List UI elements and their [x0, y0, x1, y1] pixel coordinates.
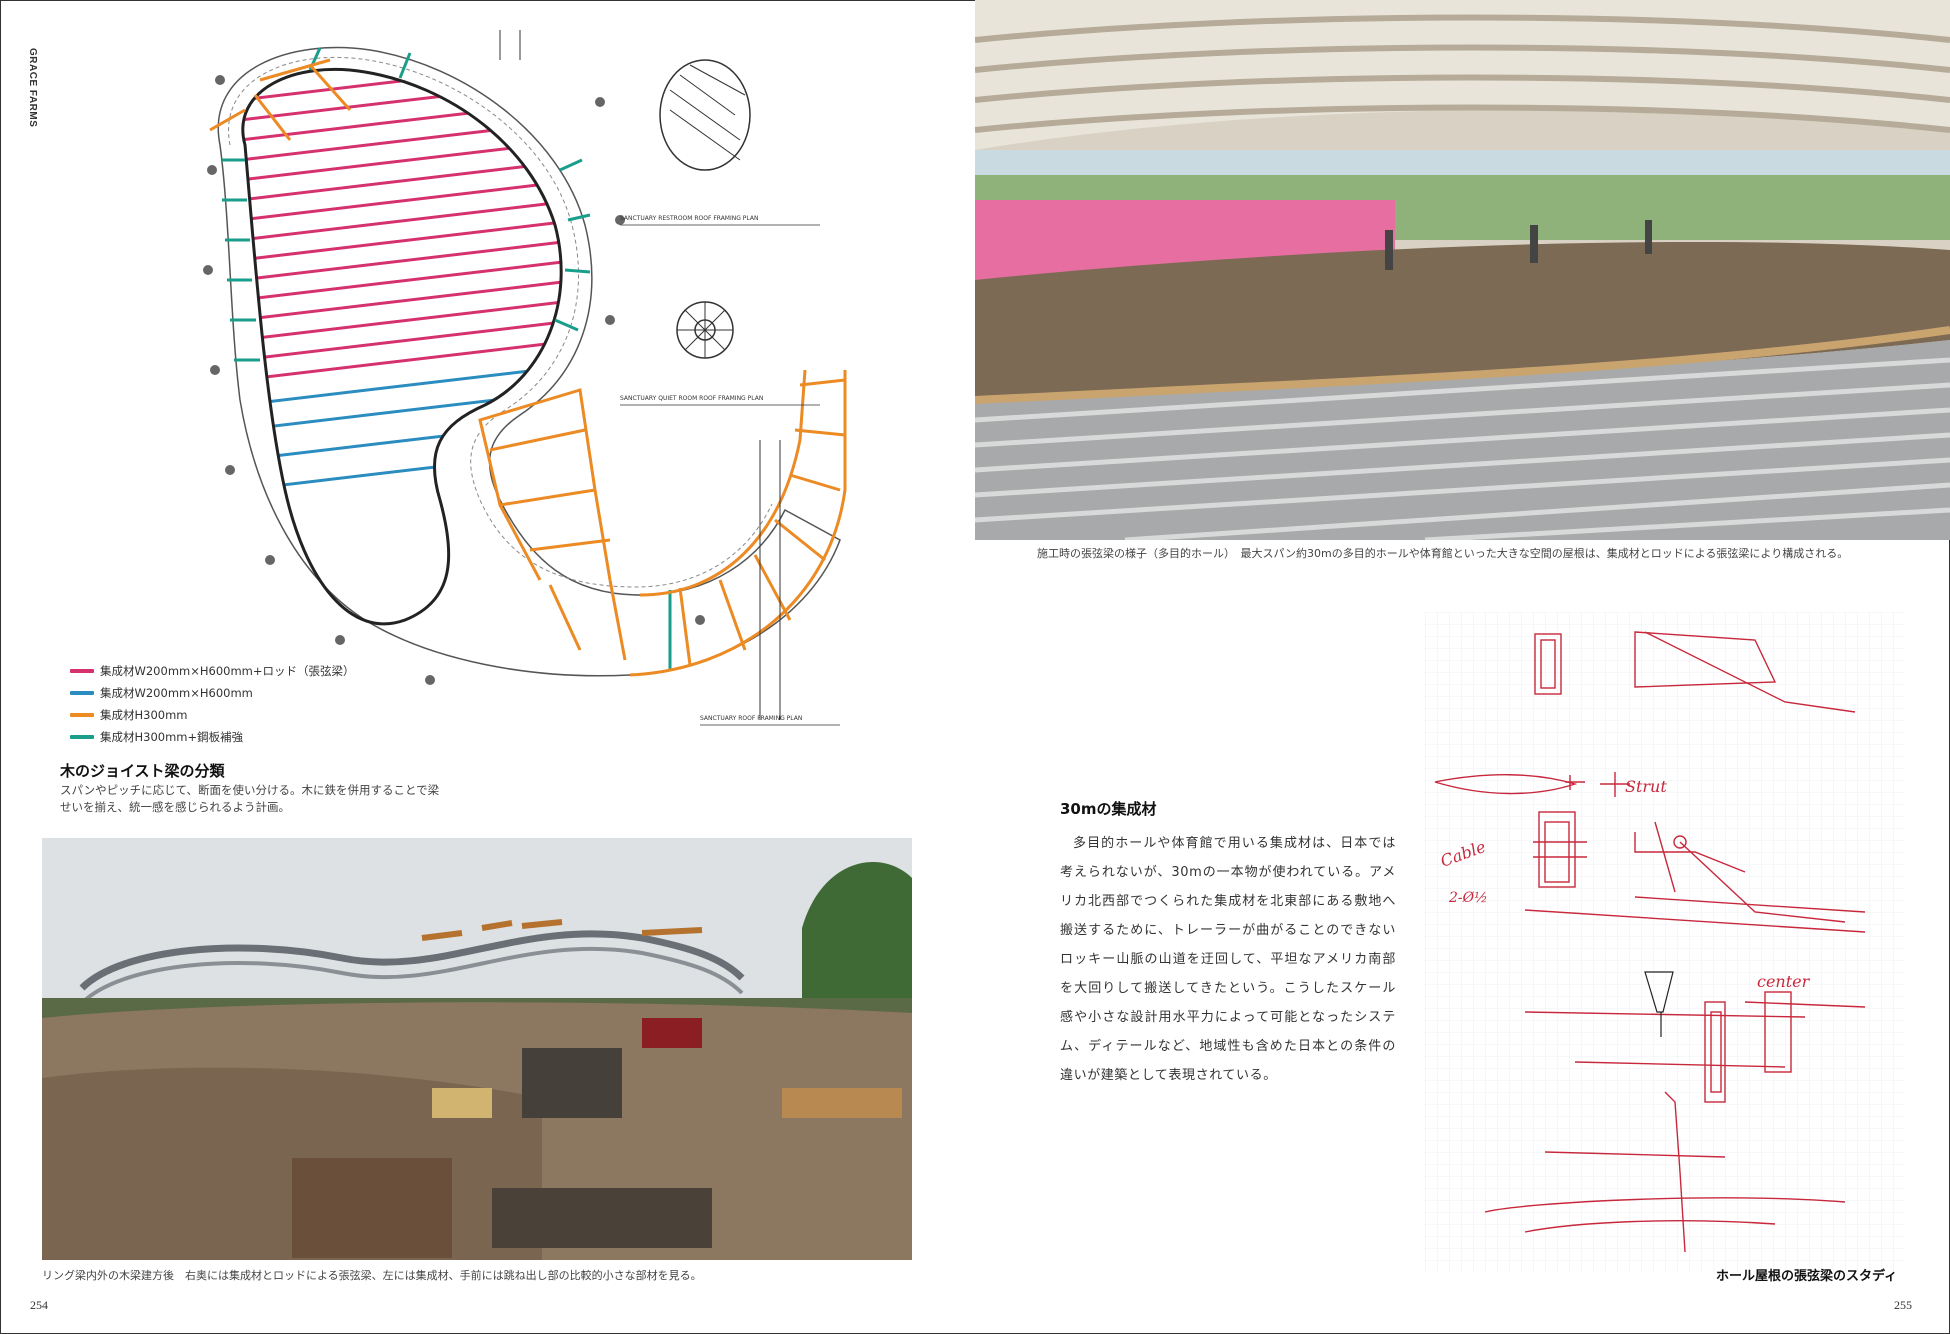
page-number-right: 255 — [1894, 1298, 1912, 1312]
sketch-annotation-strut: Strut — [1625, 777, 1667, 796]
section-side-label: GRACE FARMS — [22, 48, 42, 128]
legend-swatch-pink — [70, 669, 94, 673]
legend-item-glulam-steel: 集成材H300mm+鋼板補強 — [70, 726, 370, 748]
legend-item-glulam-600: 集成材W200mm×H600mm — [70, 682, 370, 704]
legend-item-tension-beam: 集成材W200mm×H600mm+ロッド（張弦梁） — [70, 660, 370, 682]
quiet-room-plan-label: SANCTUARY QUIET ROOM ROOF FRAMING PLAN — [620, 395, 763, 402]
legend-label: 集成材H300mm — [100, 708, 188, 722]
sketch-caption: ホール屋根の張弦梁のスタディ — [1716, 1269, 1898, 1284]
legend-swatch-blue — [70, 691, 94, 695]
beam-study-sketch: Strut Cable 2-Ø½ center — [1425, 612, 1905, 1272]
legend-swatch-orange — [70, 713, 94, 717]
legend-item-glulam-300: 集成材H300mm — [70, 704, 370, 726]
sketch-drawing: Strut Cable 2-Ø½ center — [1425, 612, 1905, 1272]
site-photo-illustration — [42, 838, 912, 1260]
article-title: 30mの集成材 — [1060, 800, 1157, 818]
roof-framing-plan: SANCTUARY RESTROOM ROOF FRAMING PLAN SAN… — [200, 20, 860, 760]
sketch-annotation-center: center — [1757, 972, 1811, 991]
legend-label: 集成材H300mm+鋼板補強 — [100, 730, 244, 744]
main-plan-label: SANCTUARY ROOF FRAMING PLAN — [700, 715, 802, 722]
bottom-photo-caption: リング梁内外の木梁建方後 右奥には集成材とロッドによる張弦梁、左には集成材、手前… — [42, 1269, 702, 1282]
article-section: 30mの集成材 多目的ホールや体育館で用いる集成材は、日本では考えられないが、3… — [1060, 798, 1396, 1090]
restroom-plan-label: SANCTUARY RESTROOM ROOF FRAMING PLAN — [620, 215, 759, 222]
sketch-annotation-rod: 2-Ø½ — [1448, 890, 1488, 906]
roof-framing-plan-drawing: SANCTUARY RESTROOM ROOF FRAMING PLAN SAN… — [203, 30, 847, 726]
legend-swatch-teal — [70, 735, 94, 739]
legend-label: 集成材W200mm×H600mm+ロッド（張弦梁） — [100, 664, 355, 678]
construction-interior-photo — [975, 0, 1950, 540]
legend-label: 集成材W200mm×H600mm — [100, 686, 253, 700]
left-border-line — [0, 0, 1, 1334]
interior-photo-illustration — [975, 0, 1950, 540]
construction-site-photo — [42, 838, 912, 1260]
top-photo-caption: 施工時の張弦梁の様子（多目的ホール） 最大スパン約30mの多目的ホールや体育館と… — [1037, 547, 1849, 560]
side-label-text: GRACE FARMS — [27, 48, 38, 128]
plan-caption-title: 木のジョイスト梁の分類 — [60, 762, 225, 780]
page-number-left: 254 — [30, 1298, 48, 1312]
plan-caption-text: スパンやピッチに応じて、断面を使い分ける。木に鉄を併用することで梁せいを揃え、統… — [60, 783, 440, 814]
plan-legend: 集成材W200mm×H600mm+ロッド（張弦梁） 集成材W200mm×H600… — [70, 660, 370, 748]
article-body: 多目的ホールや体育館で用いる集成材は、日本では考えられないが、30mの一本物が使… — [1060, 836, 1396, 1083]
